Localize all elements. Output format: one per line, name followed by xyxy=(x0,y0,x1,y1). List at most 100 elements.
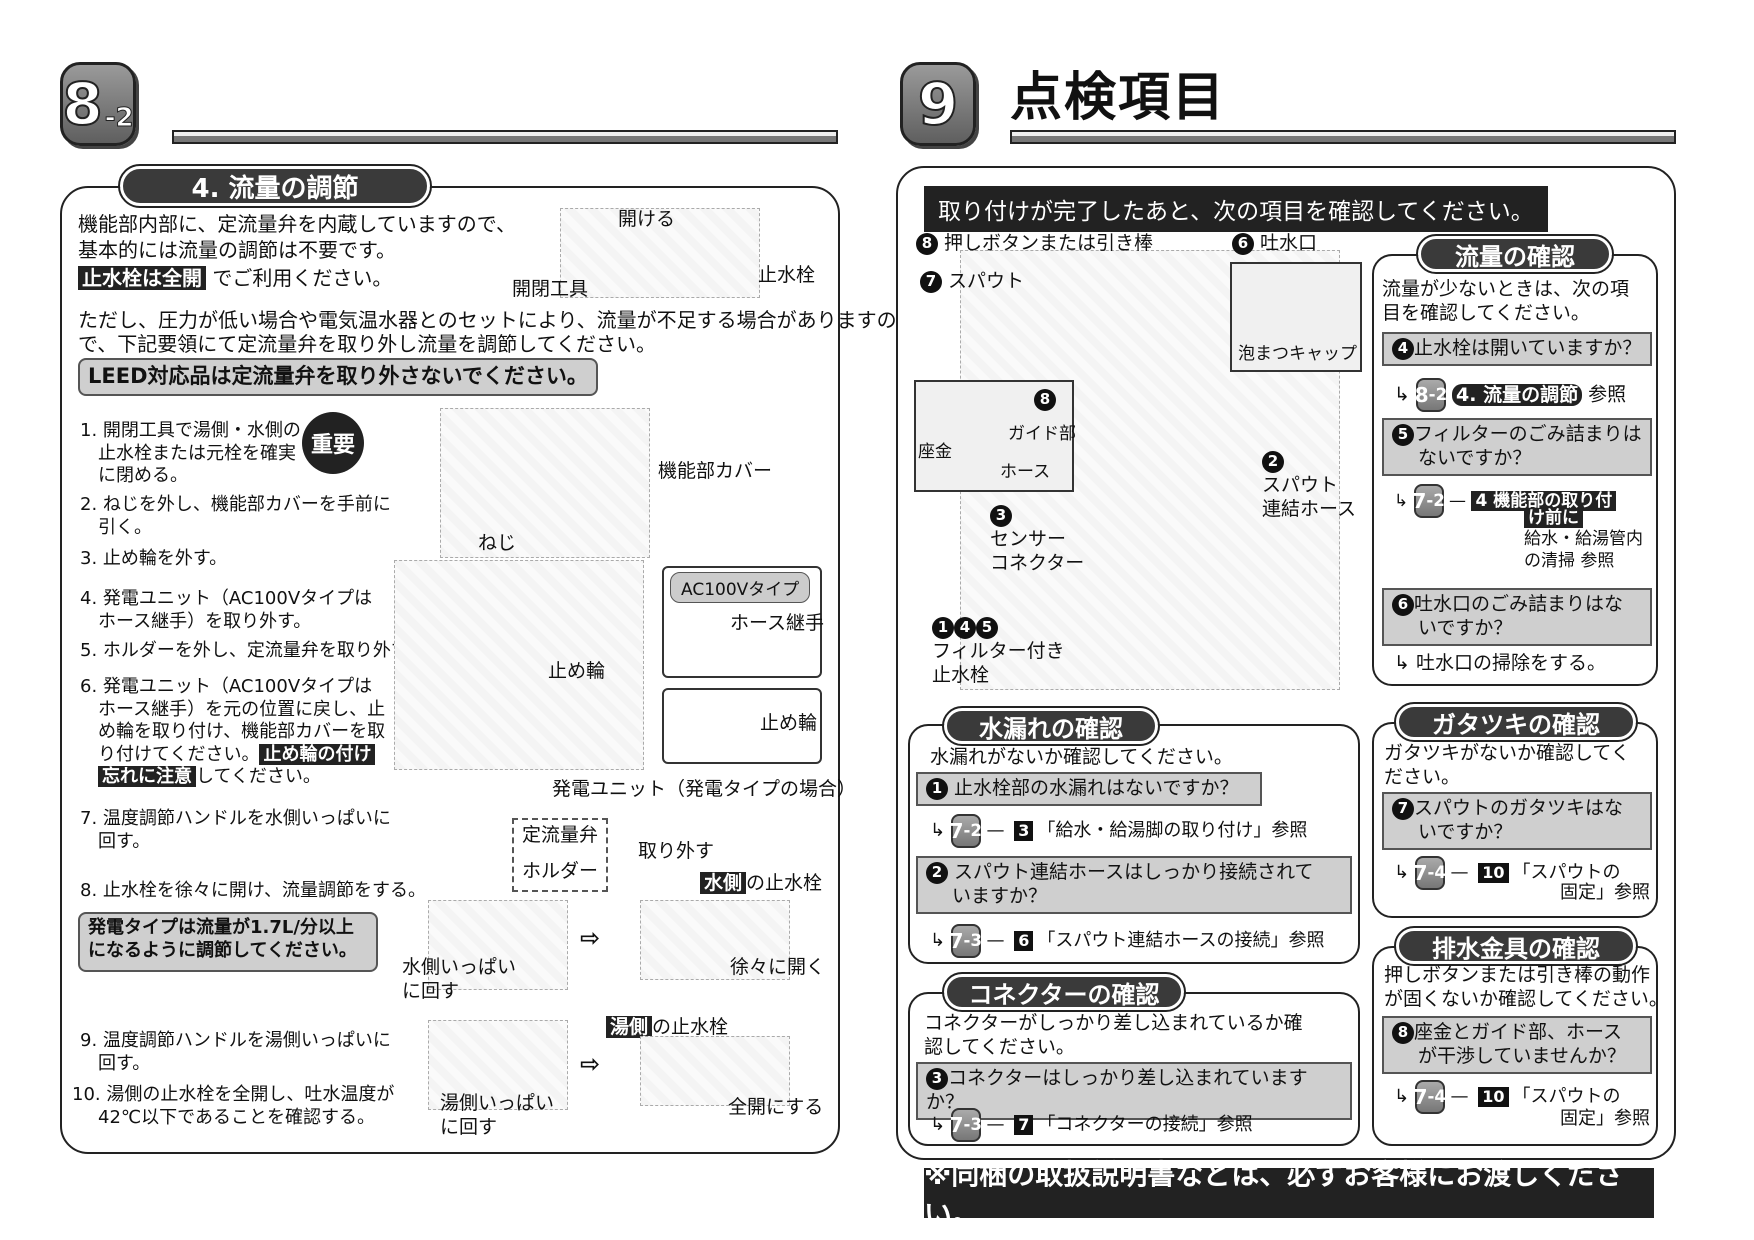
label-open: 開ける xyxy=(618,208,676,230)
leed-warning: LEED対応品は定流量弁を取り外さないでください。 xyxy=(78,358,598,396)
section-number-8-2: 8-2 xyxy=(60,62,136,146)
ref-7: ↳ 7-4 — 10「スパウトの xyxy=(1394,856,1621,890)
valve-full-open-label: 止水栓は全開 xyxy=(78,266,206,290)
leak-check-panel xyxy=(908,724,1360,964)
footer-notice: ※同梱の取扱説明書などは、必ずお客様にお渡しください。 xyxy=(924,1158,1654,1231)
label-push-button: 8 押しボタンまたは引き棒 xyxy=(916,232,1153,256)
step-6: 6. 発電ユニット（AC100Vタイプはホース継手）を元の位置に戻し、止め輪を取… xyxy=(80,676,386,787)
connector-check-text: コネクターがしっかり差し込まれているか確認してください。 xyxy=(924,1012,1303,1058)
drain-check-text: 押しボタンまたは引き棒の動作が固くないか確認してください。 xyxy=(1384,964,1668,1010)
instruction-banner: 取り付けが完了したあと、次の項目を確認してください。 xyxy=(924,186,1548,232)
intro-line-1: 機能部内部に、定流量弁を内蔵していますので、 xyxy=(78,212,516,236)
leak-check-text: 水漏れがないか確認してください。 xyxy=(930,746,1233,768)
label-full-open: 全開にする xyxy=(728,1096,824,1118)
label-remove: 取り外す xyxy=(638,840,715,862)
ref-badge: 8-2 xyxy=(1415,378,1447,412)
label-outlet: 6 吐水口 xyxy=(1232,232,1317,256)
ref-2: ↳ 7-3 — 6「スパウト連結ホースの接続」参照 xyxy=(930,924,1325,958)
ref-4: ↳ 8-2 4. 流量の調節 参照 xyxy=(1394,378,1626,412)
ring-box xyxy=(662,688,822,764)
right-arrow-icon-2: ⇨ xyxy=(580,1050,601,1078)
page-title: 点検項目 xyxy=(1010,68,1227,128)
rattle-check-text: ガタツキがないか確認してください。 xyxy=(1384,742,1630,788)
unit-illustration xyxy=(394,560,644,770)
rattle-check-title: ガタツキの確認 xyxy=(1394,702,1638,742)
ref-5-cont: け前に給水・給湯管内の清掃 参照 xyxy=(1524,508,1643,571)
label-ring-2: 止め輪 xyxy=(760,712,818,734)
ref-6: ↳ 吐水口の掃除をする。 xyxy=(1394,652,1606,674)
ref-5: ↳ 7-2 — 4 機能部の取り付 xyxy=(1394,484,1617,518)
leak-check-title: 水漏れの確認 xyxy=(942,706,1160,746)
water-handle-illustration xyxy=(428,900,568,990)
label-ring: 止め輪 xyxy=(548,660,606,682)
label-hose-joint: ホース継手 xyxy=(730,612,825,634)
step-5: 5. ホルダーを外し、定流量弁を取り外す。 xyxy=(80,640,426,661)
label-water-full: 水側いっぱいに回す xyxy=(402,956,517,1002)
ref-8-cont: 固定」参照 xyxy=(1560,1108,1650,1129)
ref-3: ↳ 7-3 — 7「コネクターの接続」参照 xyxy=(930,1108,1253,1142)
step-4: 4. 発電ユニット（AC100Vタイプはホース継手）を取り外す。 xyxy=(80,588,373,632)
label-water-valve: 水側の止水栓 xyxy=(700,872,822,896)
label-8-inset: 8 xyxy=(1034,388,1056,412)
hot-valve-illustration xyxy=(640,1036,790,1106)
water-valve-illustration xyxy=(640,900,790,980)
header-rule xyxy=(172,130,838,144)
step-3: 3. 止め輪を外す。 xyxy=(80,548,228,569)
label-tool: 開閉工具 xyxy=(512,278,589,300)
label-cover: 機能部カバー xyxy=(658,460,773,482)
tool-valve-illustration xyxy=(560,208,760,298)
intro-line-2: 基本的には流量の調節は不要です。 xyxy=(78,238,396,262)
label-hot-valve: 湯側の止水栓 xyxy=(606,1016,728,1040)
q2: 2 スパウト連結ホースはしっかり接続されていますか？ xyxy=(916,856,1352,914)
flow-check-title: 流量の確認 xyxy=(1416,234,1614,274)
label-cap: 泡まつキャップ xyxy=(1238,344,1357,364)
label-guide: ガイド部 xyxy=(1008,424,1076,444)
header-rule-right xyxy=(1010,130,1676,144)
ref-1: ↳ 7-2 — 3「給水・給湯脚の取り付け」参照 xyxy=(930,814,1307,848)
important-badge: 重要 xyxy=(302,412,364,474)
label-screw: ねじ xyxy=(478,532,517,554)
step-8: 8. 止水栓を徐々に開け、流量調節をする。 xyxy=(80,880,426,901)
cover-illustration xyxy=(440,408,650,558)
aerator-inset xyxy=(1230,262,1362,372)
label-seat: 座金 xyxy=(918,442,952,462)
ref-8: ↳ 7-4 — 10「スパウトの xyxy=(1394,1080,1621,1114)
panel-title: 4. 流量の調節 xyxy=(118,164,432,208)
step-7: 7. 温度調節ハンドルを水側いっぱいに回す。 xyxy=(80,808,391,852)
drain-check-title: 排水金具の確認 xyxy=(1394,926,1638,966)
cfv-group xyxy=(512,818,608,892)
label-ac100v: AC100Vタイプ xyxy=(670,572,811,603)
ref-7-cont: 固定」参照 xyxy=(1560,882,1650,903)
generator-note: 発電タイプは流量が1.7L/分以上になるように調節してください。 xyxy=(78,912,378,972)
intro-line-3: 止水栓は全開 でご利用ください。 xyxy=(78,266,392,291)
label-hose: ホース xyxy=(1000,462,1051,482)
section-number-9: 9 xyxy=(900,62,976,146)
right-arrow-icon: ⇨ xyxy=(580,924,601,952)
step-2: 2. ねじを外し、機能部カバーを手前に引く。 xyxy=(80,494,391,538)
label-cfv: 定流量弁 xyxy=(522,824,599,846)
note-line-2: で、下記要領にて定流量弁を取り外し流量を調節してください。 xyxy=(78,332,656,356)
hot-handle-illustration xyxy=(428,1020,568,1110)
connector-check-title: コネクターの確認 xyxy=(942,972,1186,1012)
note-line-1: ただし、圧力が低い場合や電気温水器とのセットにより、流量が不足する場合があります… xyxy=(78,308,897,332)
flow-check-text: 流量が少ないときは、次の項目を確認してください。 xyxy=(1382,278,1630,324)
step-9: 9. 温度調節ハンドルを湯側いっぱいに回す。 xyxy=(80,1030,391,1074)
label-holder: ホルダー xyxy=(522,860,599,882)
q1: 1 止水栓部の水漏れはないですか？ xyxy=(916,772,1262,806)
label-spout: 7 スパウト xyxy=(920,270,1024,294)
label-valve: 止水栓 xyxy=(758,264,816,286)
label-generator: 発電ユニット（発電タイプの場合） xyxy=(552,778,857,800)
label-slow-open: 徐々に開く xyxy=(730,956,826,978)
step-1: 1. 開閉工具で湯側・水側の止水栓または元栓を確実に閉める。 xyxy=(80,420,301,486)
label-hot-full: 湯側いっぱいに回す xyxy=(440,1092,555,1138)
